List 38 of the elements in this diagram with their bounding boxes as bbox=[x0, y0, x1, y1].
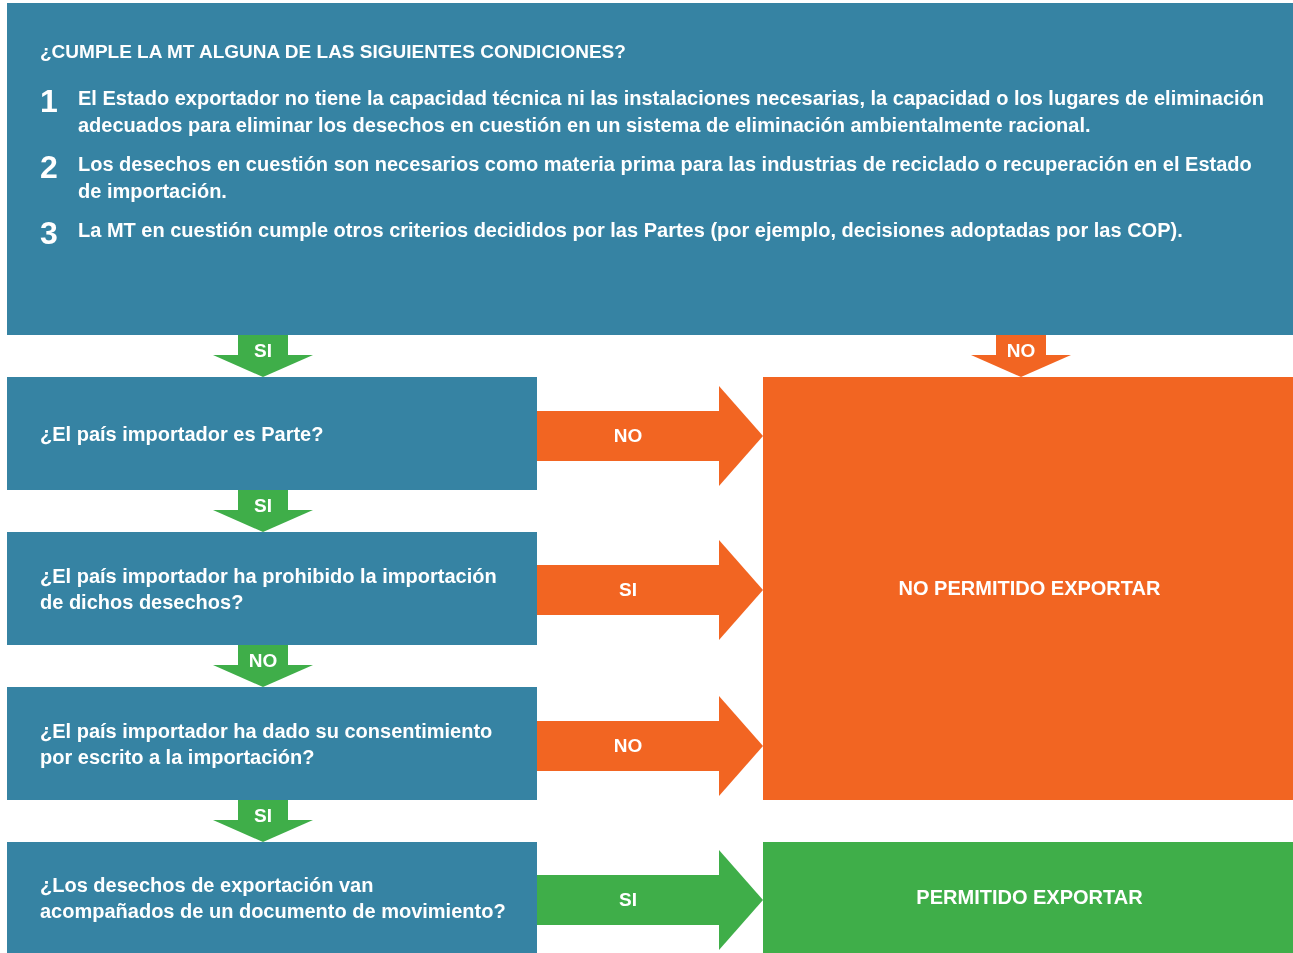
edge-label: SI bbox=[619, 889, 637, 911]
edge-label: NO bbox=[613, 425, 643, 447]
edge-label: SI bbox=[254, 495, 272, 517]
list-number: 1 bbox=[40, 85, 59, 117]
edge-label: NO bbox=[1006, 340, 1036, 362]
question-box bbox=[7, 842, 537, 953]
block-arrow bbox=[213, 800, 313, 842]
question-box bbox=[7, 377, 537, 490]
edge-label: NO bbox=[613, 735, 643, 757]
condition-text: Los desechos en cuestión son necesarios como materia prima para las industrias de reciclado o recuperación en el Estado de importación. bbox=[78, 152, 1253, 204]
result-box bbox=[763, 842, 1293, 953]
edge-label: SI bbox=[254, 340, 272, 362]
edge-label: SI bbox=[254, 805, 272, 827]
question-text: ¿Los desechos de exportación van acompañados de un documento de movimiento? bbox=[40, 872, 507, 924]
result-text: NO PERMITIDO EXPORTAR bbox=[898, 577, 1161, 600]
block-arrow bbox=[213, 645, 313, 687]
question-box bbox=[7, 687, 537, 800]
condition-text: El Estado exportador no tiene la capacidad técnica ni las instalaciones necesarias, la capacidad o los lugares de eliminación adecuados para eliminar los desechos en cuestión en un sistema de eliminación ambientalmente racional. bbox=[78, 86, 1265, 138]
question-text: ¿El país importador ha prohibido la importación de dichos desechos? bbox=[40, 563, 498, 615]
list-number: 3 bbox=[40, 217, 59, 249]
panel-heading: ¿CUMPLE LA MT ALGUNA DE LAS SIGUIENTES CONDICIONES? bbox=[40, 41, 627, 63]
question-text: ¿El país importador es Parte? bbox=[40, 421, 325, 447]
block-arrow bbox=[537, 850, 763, 950]
condition-text: La MT en cuestión cumple otros criterios decididos por las Partes (por ejemplo, decisiones adoptadas por las COP). bbox=[78, 218, 1183, 243]
list-number: 2 bbox=[40, 151, 59, 183]
block-arrow bbox=[213, 335, 313, 377]
block-arrow bbox=[537, 540, 763, 640]
block-arrow bbox=[971, 335, 1071, 377]
condition-panel bbox=[7, 3, 1293, 335]
block-arrow bbox=[213, 490, 313, 532]
result-box bbox=[763, 377, 1293, 800]
question-box bbox=[7, 532, 537, 645]
question-text: ¿El país importador ha dado su consentimiento por escrito a la importación? bbox=[40, 718, 494, 770]
block-arrow bbox=[537, 386, 763, 486]
result-text: PERMITIDO EXPORTAR bbox=[916, 886, 1143, 909]
edge-label: NO bbox=[248, 650, 278, 672]
block-arrow bbox=[537, 696, 763, 796]
edge-label: SI bbox=[619, 579, 637, 601]
